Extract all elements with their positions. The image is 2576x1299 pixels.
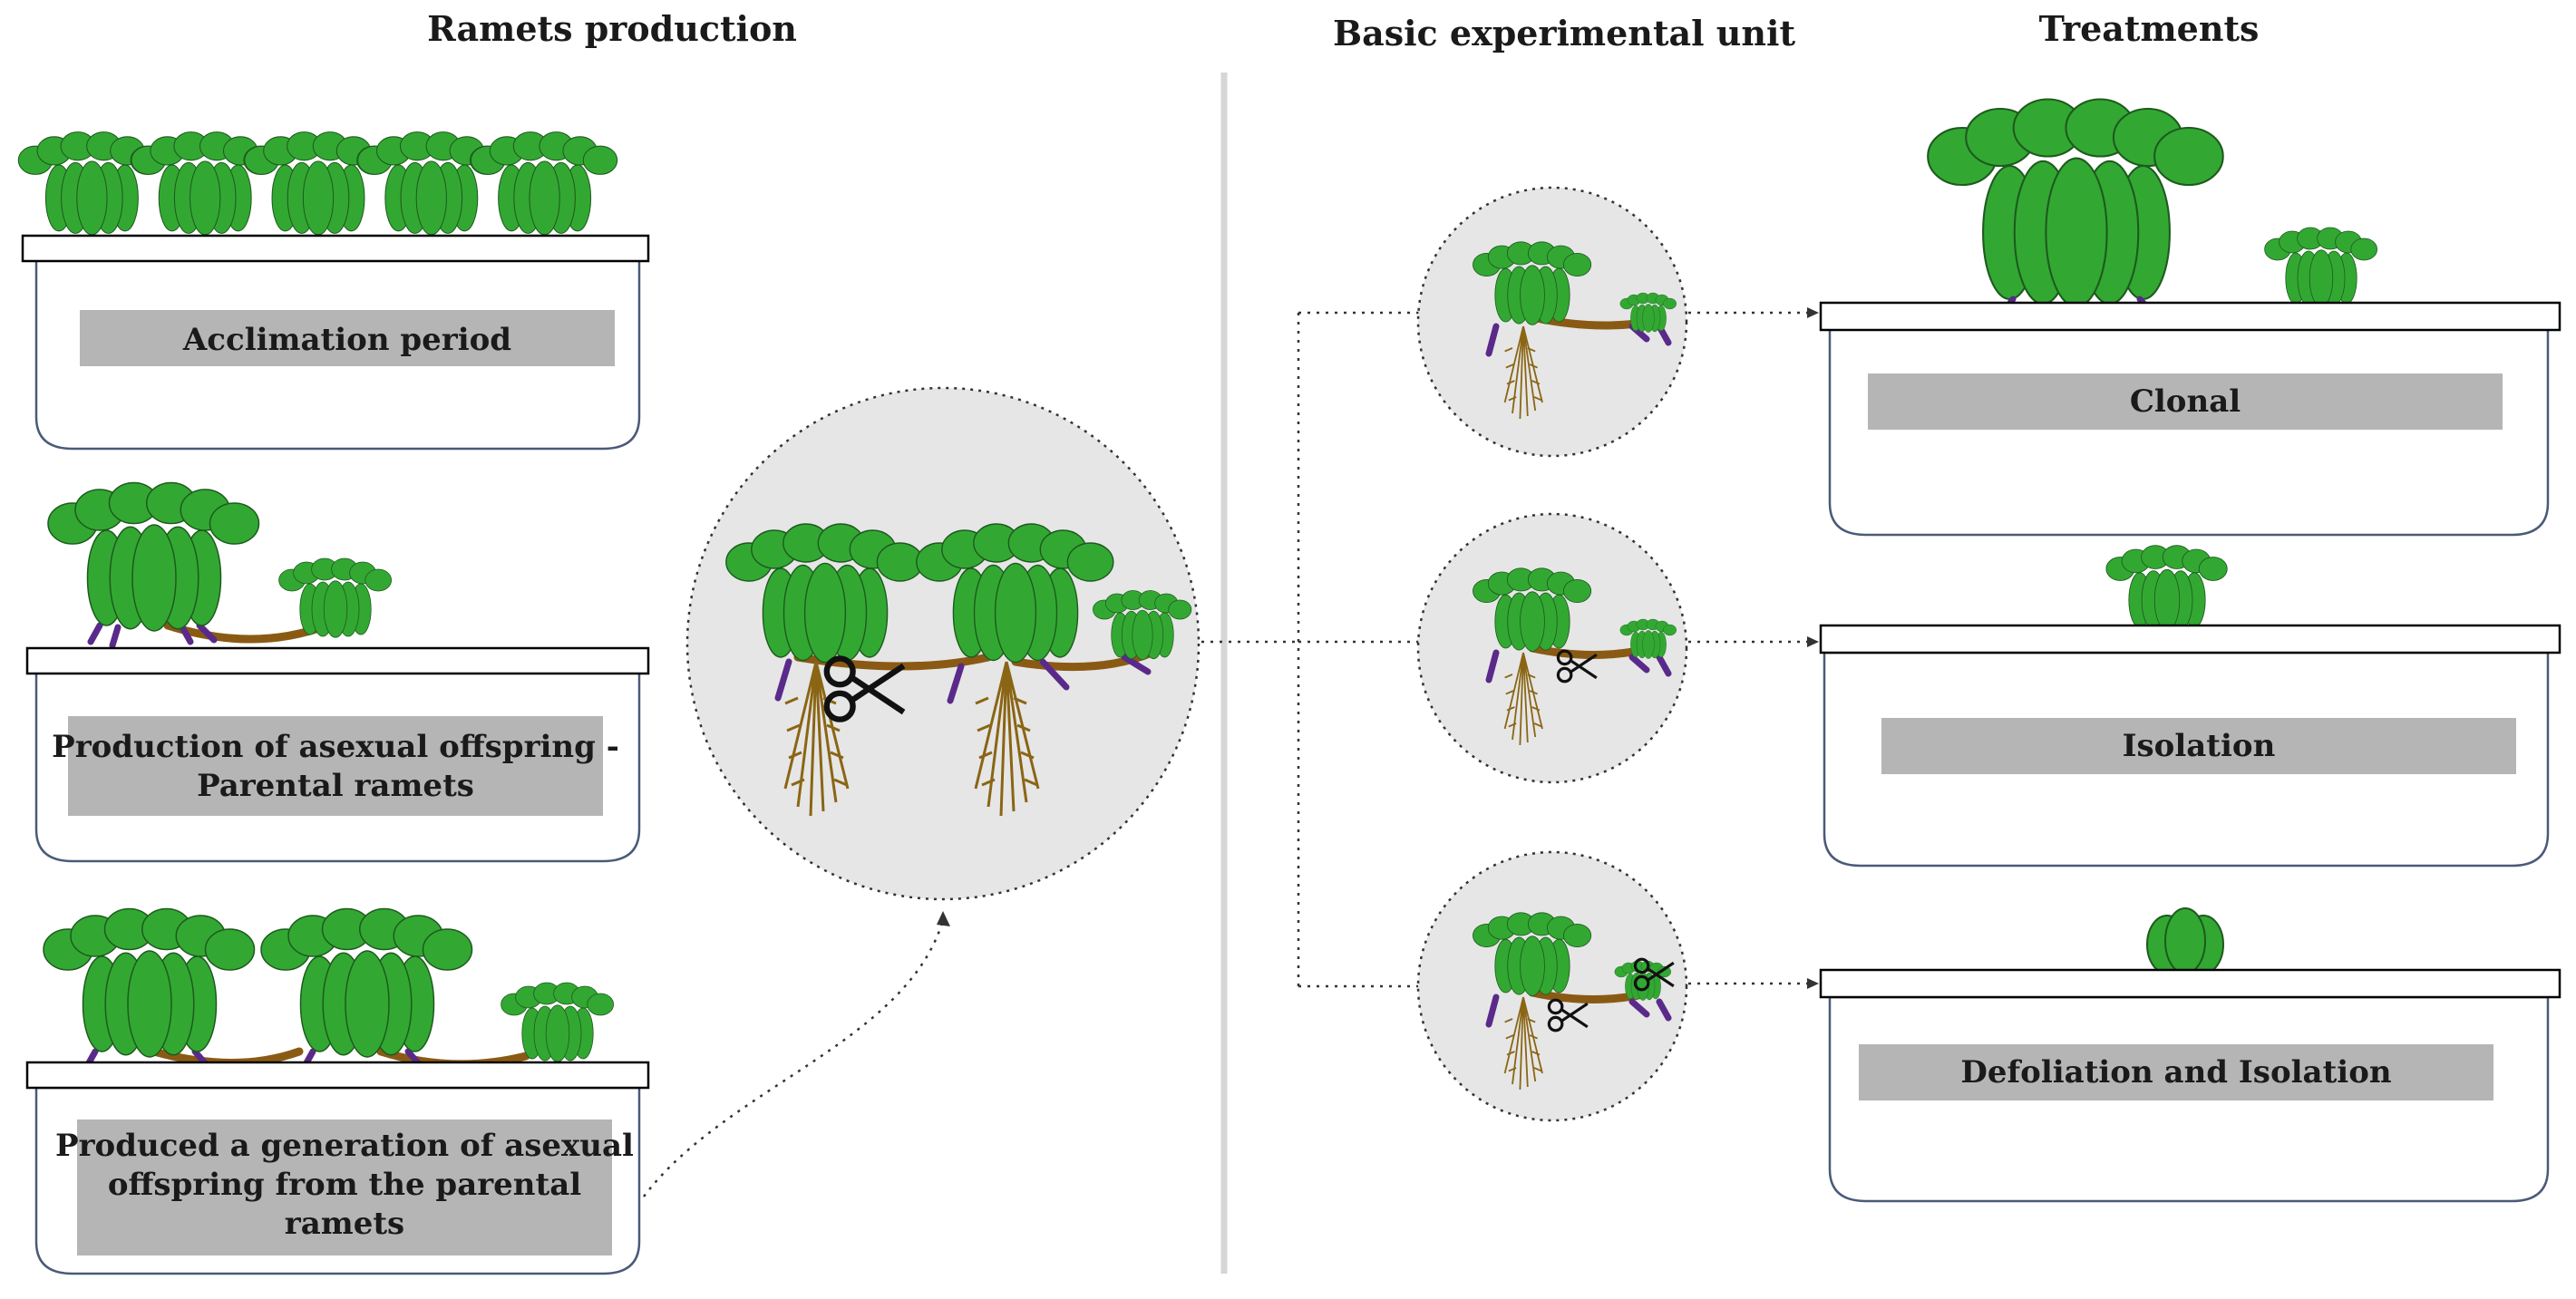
label-box-defoliation: [1859, 1044, 2493, 1100]
plant-parental-2: [260, 907, 473, 1058]
label-acclimation-period: Acclimation period: [182, 322, 511, 358]
label-box-parental: [68, 716, 603, 816]
label-produced-line-1: Produced a generation of asexual: [55, 1128, 634, 1164]
header-ramets-production: Ramets production: [427, 8, 797, 49]
label-isolation: Isolation: [2123, 728, 2276, 764]
label-produced-line-2: offspring from the parental: [108, 1167, 581, 1203]
label-clonal: Clonal: [2130, 383, 2241, 420]
plant-isolation: [2105, 545, 2228, 631]
plants-row-acclimation: [17, 131, 618, 236]
arrowhead-up: [937, 911, 950, 926]
purple-roots: [87, 622, 218, 649]
stolon: [163, 621, 331, 644]
treatment-defoliation: Defoliation and Isolation: [1819, 907, 2561, 1203]
tray-rim: [1819, 624, 2561, 654]
plant-offspring-small: [278, 557, 393, 638]
tray-rim: [25, 1061, 650, 1090]
plant-parental-1: [43, 907, 256, 1058]
unit-bubble-defoliation: [1416, 850, 1688, 1122]
tray-offspring-generation: Produced a generation of asexual offspri…: [25, 907, 650, 1275]
unit-bubble-clonal: [1416, 186, 1688, 458]
plant-offspring-small: [501, 982, 614, 1062]
purple-roots: [83, 1048, 424, 1071]
header-treatments: Treatments: [2039, 8, 2260, 49]
unit-bubble-isolation: [1416, 512, 1688, 784]
label-box-acclimation: [80, 310, 615, 366]
label-defoliation-isolation: Defoliation and Isolation: [1960, 1054, 2391, 1091]
bubble-large-detail: [685, 386, 1201, 901]
treatment-isolation: Isolation: [1819, 545, 2561, 868]
arrowhead: [1807, 636, 1819, 647]
tray-rim: [1819, 301, 2561, 332]
label-box-isolation: [1881, 718, 2516, 774]
header-basic-experimental-unit: Basic experimental unit: [1333, 13, 1796, 53]
arrow-tray-to-bubble: [643, 919, 945, 1197]
plant-parental: [47, 481, 260, 632]
label-box-clonal: [1868, 373, 2503, 430]
arrowhead: [1807, 978, 1819, 989]
tray-parental-ramets: Production of asexual offspring - Parent…: [25, 481, 650, 863]
tray-acclimation: Acclimation period: [17, 131, 650, 451]
tray-rim: [21, 234, 650, 263]
tray-rim: [25, 646, 650, 675]
plant-defoliated: [2146, 907, 2224, 974]
label-produced-line-3: ramets: [285, 1206, 404, 1242]
label-production-line-1: Production of asexual offspring -: [52, 729, 619, 765]
plant-clonal-large: [1927, 98, 2224, 308]
label-production-line-2: Parental ramets: [197, 768, 474, 804]
label-box-offspring: [77, 1120, 612, 1255]
plant-clonal-small: [2264, 227, 2378, 307]
treatment-clonal: Clonal: [1819, 98, 2561, 537]
tray-rim: [1819, 968, 2561, 999]
arrowhead: [1807, 307, 1819, 318]
